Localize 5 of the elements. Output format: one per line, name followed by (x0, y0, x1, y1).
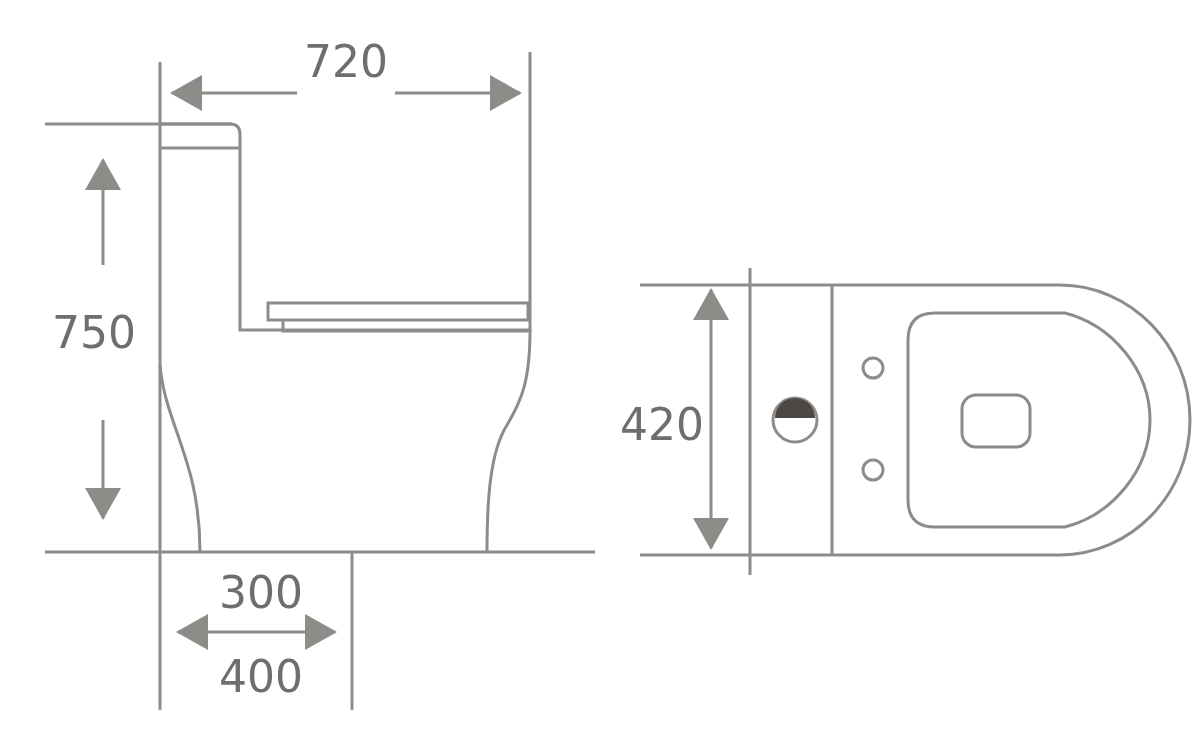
dimension-value: 720 (304, 40, 388, 84)
dimension-value: 400 (219, 655, 303, 699)
dimension-value: 750 (52, 311, 136, 355)
dimension-value: 300 (219, 571, 303, 615)
dimension-value: 420 (620, 403, 704, 447)
